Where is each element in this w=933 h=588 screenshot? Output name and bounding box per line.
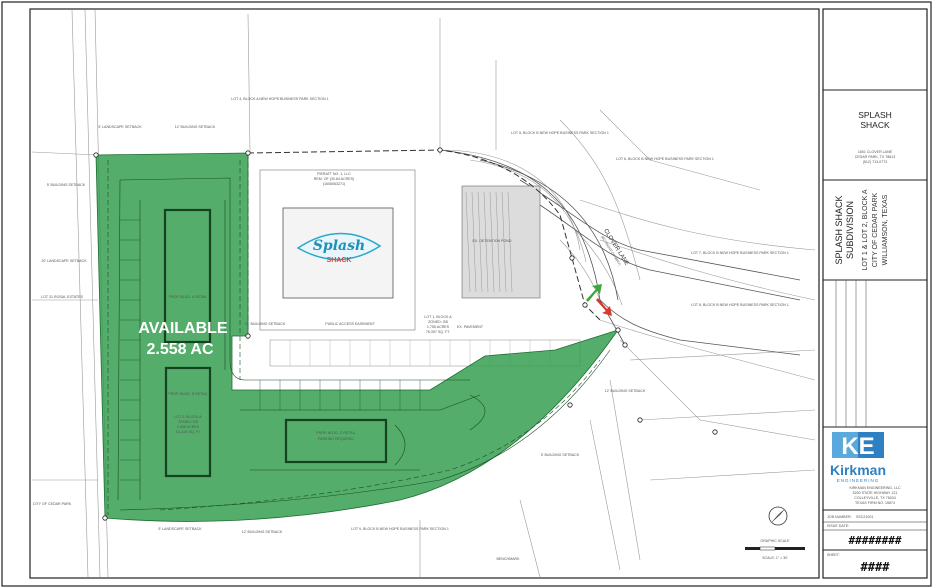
label-owner-ref: (1606063271) bbox=[323, 182, 345, 186]
title-block: SPLASH SHACK 1801 CLOVER LANE CEDAR PARK… bbox=[823, 89, 927, 574]
subdivision-5: WILLIAMSON, TEXAS bbox=[882, 194, 889, 265]
label-prop-bldg-a: PROP. BLDG. A RETAIL bbox=[169, 295, 208, 299]
label-lot-cedar: CITY OF CEDAR PARK bbox=[33, 502, 72, 506]
detention-pond bbox=[461, 185, 541, 299]
project-name-1: SPLASH bbox=[858, 110, 892, 120]
graphic-scale-title: GRAPHIC SCALE bbox=[760, 539, 790, 543]
label-landscape-setback-5-bottom: 5' LANDSCAPE SETBACK bbox=[158, 527, 202, 531]
label-lot4: LOT 4, BLOCK A NEW HOPE BUSINESS PARK SE… bbox=[231, 97, 328, 101]
logo-letters: KE bbox=[841, 433, 874, 460]
subdivision-2: SUBDIVISION bbox=[845, 201, 855, 259]
available-label: AVAILABLE bbox=[138, 320, 228, 337]
label-landscape-setback-5-top: 5' LANDSCAPE SETBACK bbox=[98, 125, 142, 129]
sheet-label: SHEET: bbox=[827, 553, 840, 557]
parking-lot-north bbox=[259, 169, 416, 331]
subdivision-1: SPLASH SHACK bbox=[834, 195, 844, 264]
label-lot1-block: LOT 1, BLOCK A bbox=[424, 315, 452, 319]
label-owner: PIERATT NO. 1, LLC bbox=[317, 172, 351, 176]
entrance-arrow-icon bbox=[586, 284, 612, 316]
sheet-number: #### bbox=[861, 560, 891, 574]
label-lot6: LOT 6, BLOCK B NEW HOPE BUSINESS PARK SE… bbox=[616, 157, 714, 161]
label-lot1-zone: ZONED: GB bbox=[428, 320, 448, 324]
label-lot7: LOT 7, BLOCK B NEW HOPE BUSINESS PARK SE… bbox=[691, 251, 789, 255]
prop-building-b bbox=[164, 366, 212, 478]
graphic-scale: GRAPHIC SCALE SCALE: 1" = 30' bbox=[745, 539, 805, 560]
subdivision-4: CITY OF CEDAR PARK bbox=[872, 192, 879, 267]
job-number-value: SSC21001 bbox=[856, 515, 873, 519]
lot2-linework bbox=[107, 160, 611, 515]
graphic-scale-note: SCALE: 1" = 30' bbox=[762, 556, 788, 560]
issue-date-label: ISSUE DATE: bbox=[827, 524, 849, 528]
job-number-label: JOB NUMBER: bbox=[827, 515, 852, 519]
firm-line-1: KIRKMAN ENGINEERING, LLC bbox=[849, 486, 901, 490]
label-landscape-setback-20: 20' LANDSCAPE SETBACK bbox=[41, 259, 87, 263]
title-block-frame bbox=[822, 8, 928, 579]
label-lot-rosal: LOT 31 ROSAL ESTATES bbox=[41, 295, 83, 299]
label-bldg-setback-20: 20' BUILDING SETBACK bbox=[245, 322, 286, 326]
address-1: 1801 CLOVER LANE bbox=[858, 150, 893, 154]
kirkman-logo: KE Kirkman ENGINEERING bbox=[830, 432, 886, 483]
drawing-frame bbox=[29, 8, 820, 579]
label-bldg-setback-12-right: 12' BUILDING SETBACK bbox=[605, 389, 646, 393]
label-detention: EX. DETENTION POND bbox=[473, 239, 512, 243]
project-name-2: SHACK bbox=[860, 120, 890, 130]
label-prop-bldg-c: PROP. BLDG. C RETAIL bbox=[316, 431, 355, 435]
logo-text-splash: Splash bbox=[313, 238, 365, 254]
sheet-name: ######## bbox=[849, 534, 902, 547]
label-bldg-setback-12-top: 12' BUILDING SETBACK bbox=[175, 125, 216, 129]
prop-building-c bbox=[284, 418, 388, 464]
label-bldg-setback-5-left: 5' BUILDING SETBACK bbox=[47, 183, 86, 187]
label-ex-pavement: EX. PAVEMENT bbox=[457, 325, 484, 329]
label-bldg-setback-12-bottom: 12' BUILDING SETBACK bbox=[242, 530, 283, 534]
label-owner-doc: REM. OF (30.64 ACRES) bbox=[314, 177, 355, 181]
label-lot2-area: 2.558 ACRES bbox=[177, 425, 200, 429]
label-benchmark: BENCHMARK bbox=[497, 557, 521, 561]
logo-text-shack: SHACK bbox=[327, 257, 352, 264]
firm-line-2: 5200 STATE HIGHWAY 121 bbox=[853, 491, 898, 495]
label-lot1-sf: 76,397 SQ. FT. bbox=[426, 330, 450, 334]
available-acres: 2.558 AC bbox=[147, 341, 214, 358]
label-lot9: LOT 9, BLOCK B NEW HOPE BUSINESS PARK SE… bbox=[351, 527, 449, 531]
label-parking-req: PARKING REQUIRED bbox=[318, 437, 354, 441]
firm-line-4: TEXAS FIRM NO. 15874 bbox=[855, 501, 895, 505]
label-lot5: LOT 5, BLOCK B NEW HOPE BUSINESS PARK SE… bbox=[511, 131, 609, 135]
plan-labels: PIERATT NO. 1, LLC REM. OF (30.64 ACRES)… bbox=[33, 97, 789, 561]
label-prop-bldg-b: PROP. BLDG. B RETAIL bbox=[168, 392, 207, 396]
firm-line-3: COLLEYVILLE, TX 76034 bbox=[854, 496, 896, 500]
label-lot2-block: LOT 2, BLOCK A bbox=[174, 415, 202, 419]
firm-subtitle: ENGINEERING bbox=[837, 478, 880, 483]
label-lot2-zone: ZONED: GB bbox=[178, 420, 198, 424]
label-lot8: LOT 8, BLOCK B NEW HOPE BUSINESS PARK SE… bbox=[691, 303, 789, 307]
label-public-access: PUBLIC ACCESS EASEMENT bbox=[325, 322, 375, 326]
label-lot1-area: 1.755 ACRES bbox=[427, 325, 450, 329]
existing-building-lot1 bbox=[259, 169, 581, 367]
north-arrow-icon bbox=[768, 506, 788, 526]
firm-name: Kirkman bbox=[830, 462, 886, 478]
subdivision-title: SPLASH SHACK SUBDIVISION LOT 1 & LOT 2, … bbox=[834, 189, 889, 270]
lot1-boundary bbox=[247, 149, 601, 321]
subdivision-3: LOT 1 & LOT 2, BLOCK A bbox=[862, 189, 869, 270]
property-corners bbox=[93, 147, 718, 521]
address-3: (512) 713-0773 bbox=[863, 160, 888, 164]
address-2: CEDAR PARK, TX 78613 bbox=[855, 155, 896, 159]
lot2-parking-stalls bbox=[120, 219, 421, 481]
label-bldg-setback-5-right: 5' BUILDING SETBACK bbox=[541, 453, 580, 457]
splash-shack-logo: Splash SHACK bbox=[296, 232, 382, 264]
prop-building-a bbox=[163, 208, 212, 344]
label-lot2-sf: 111,424 SQ. FT. bbox=[175, 430, 201, 434]
